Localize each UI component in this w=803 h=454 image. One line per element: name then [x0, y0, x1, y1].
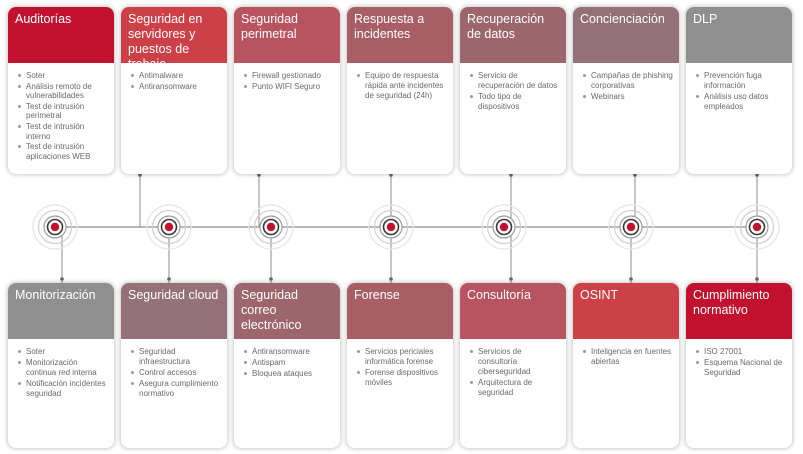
connector-dot [138, 173, 142, 177]
connector-dot [509, 173, 513, 177]
card-item: Equipo de respuesta rápida ante incident… [357, 71, 447, 101]
card-title: Respuesta a incidentes [347, 7, 453, 63]
target-node [734, 204, 780, 250]
card-item: Control accesos [131, 368, 221, 378]
card-item: Bloquea ataques [244, 369, 334, 379]
target-node [248, 204, 294, 250]
card-title: Monitorización [8, 283, 114, 339]
target-node [481, 204, 527, 250]
connector-dot [755, 173, 759, 177]
card-item: Monitorización continua red interna [18, 358, 108, 378]
connector-dot [269, 277, 273, 281]
card-item: Antimalware [131, 71, 221, 81]
card-title: Seguridad en servidores y puestos de tra… [121, 7, 227, 71]
card-item: Prevención fuga información [696, 71, 786, 91]
card-bottom: OSINT Inteligencia en fuentes abiertas [573, 283, 679, 448]
card-item: Arquitectura de seguridad [470, 378, 560, 398]
card-item: Forense dispositivos móviles [357, 368, 447, 388]
connector-dot [60, 277, 64, 281]
card-item: Inteligencia en fuentes abiertas [583, 347, 673, 367]
card-title: Recuperación de datos [460, 7, 566, 63]
card-item: Análisis remoto de vulnerabilidades [18, 82, 108, 101]
card-item: Notificación incidentes seguridad [18, 379, 108, 399]
card-item: Análisis uso datos empleados [696, 92, 786, 112]
card-item: Soter [18, 347, 108, 357]
card-item-list: Inteligencia en fuentes abiertas [573, 339, 679, 367]
connector-dot [389, 277, 393, 281]
card-item: Esquema Nacional de Seguridad [696, 358, 786, 378]
connector-dot [389, 173, 393, 177]
card-item: Test de intrusión aplicaciones WEB [18, 142, 108, 161]
card-item: Antiransomware [244, 347, 334, 357]
connector-dot [633, 173, 637, 177]
card-title: DLP [686, 7, 792, 63]
card-item: Campañas de phishing corporativas [583, 71, 673, 91]
card-item: Asegura cumplimiento normativo [131, 379, 221, 399]
target-node [32, 204, 78, 250]
card-title: Seguridad correo electrónico [234, 283, 340, 339]
card-item: Firewall gestionado [244, 71, 334, 81]
card-title: Concienciación [573, 7, 679, 63]
card-item: Soter [18, 71, 108, 81]
connector-dot [629, 277, 633, 281]
card-title: Consultoría [460, 283, 566, 339]
card-title: Forense [347, 283, 453, 339]
card-item: Todo tipo de dispositivos [470, 92, 560, 112]
card-title: Seguridad cloud [121, 283, 227, 339]
card-top: Seguridad en servidores y puestos de tra… [121, 7, 227, 174]
card-item: Servicio de recuperación de datos [470, 71, 560, 91]
connector-dot [167, 277, 171, 281]
card-item: Punto WIFI Seguro [244, 82, 334, 92]
target-node [146, 204, 192, 250]
card-item-list: Servicios periciales informática forense… [347, 339, 453, 388]
card-item-list: Equipo de respuesta rápida ante incident… [347, 63, 453, 101]
card-title: Cumplimiento normativo [686, 283, 792, 339]
card-item: Antiransomware [131, 82, 221, 92]
card-item: Antispam [244, 358, 334, 368]
card-item: Servicios periciales informática forense [357, 347, 447, 367]
connector-dot [509, 277, 513, 281]
card-item: ISO 27001 [696, 347, 786, 357]
connector-dot [257, 173, 261, 177]
connector-dot [755, 277, 759, 281]
card-item: Test de intrusión perimetral [18, 102, 108, 121]
card-item: Servicios de consultoría ciberseguridad [470, 347, 560, 377]
card-item: Test de intrusión interno [18, 122, 108, 141]
card-item: Seguridad infraestructura [131, 347, 221, 367]
card-title: Seguridad perimetral [234, 7, 340, 63]
card-item: Webinars [583, 92, 673, 102]
target-node [608, 204, 654, 250]
card-title: Auditorías [8, 7, 114, 63]
card-title: OSINT [573, 283, 679, 339]
target-node [368, 204, 414, 250]
